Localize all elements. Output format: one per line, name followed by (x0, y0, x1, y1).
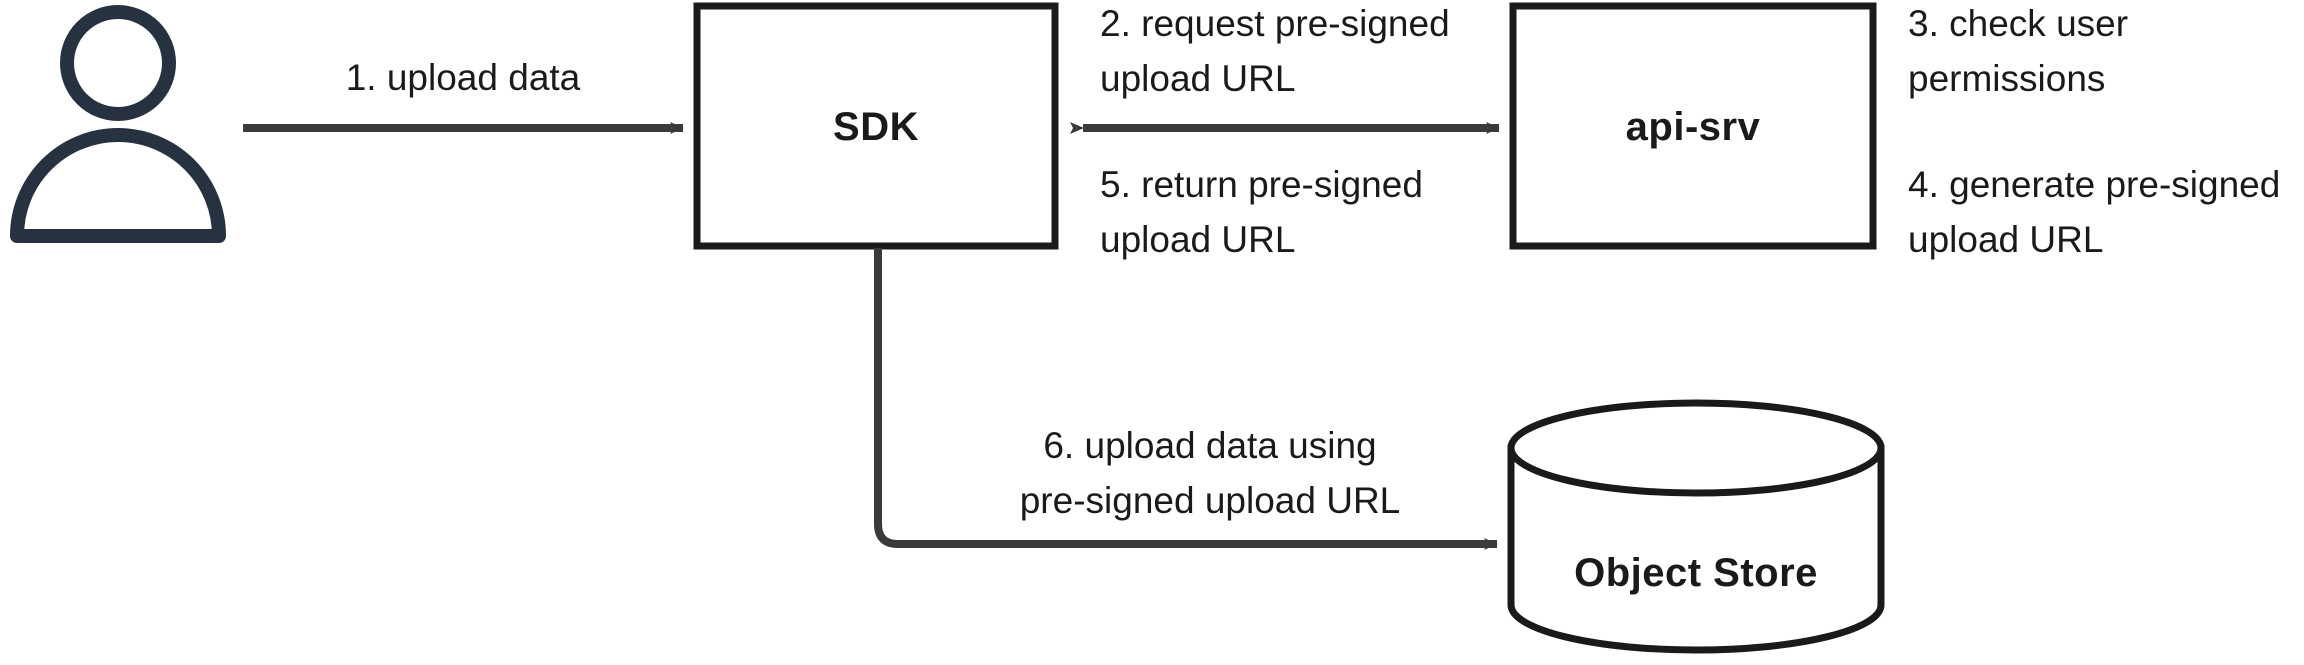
api-srv-node-box[interactable] (1509, 2, 1877, 250)
user-actor-icon (10, 5, 226, 243)
api-srv-node-label: api-srv (1625, 105, 1761, 149)
edge-label-generate-presigned-url: 4. generate pre-signed upload URL (1908, 164, 2281, 260)
edge-label-upload-data: 1. upload data (345, 57, 581, 98)
edge-label-return-presigned-url: 5. return pre-signed upload URL (1100, 164, 1423, 260)
sdk-node-box[interactable] (693, 2, 1059, 250)
edge-label-upload-using-presigned-url: 6. upload data using pre-signed upload U… (1019, 425, 1401, 521)
edge-upload-using-url-arrow (874, 248, 1498, 550)
edge-label-request-presigned-url: 2. request pre-signed upload URL (1100, 3, 1450, 99)
object-store-node-label: Object Store (1574, 551, 1818, 595)
edge-label-check-user-permissions: 3. check user permissions (1908, 3, 2129, 99)
object-store-cylinder[interactable] (1507, 399, 1885, 654)
sdk-node-label: SDK (833, 105, 919, 149)
